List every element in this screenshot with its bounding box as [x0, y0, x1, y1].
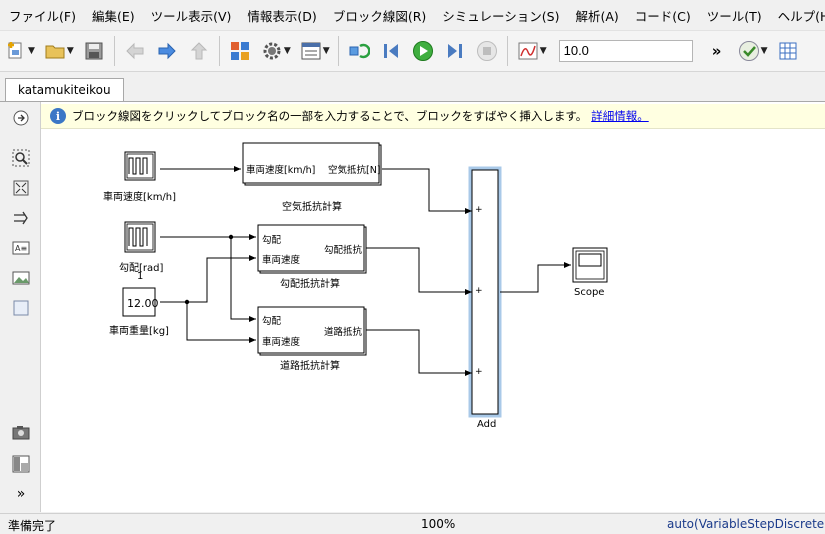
library-browser-icon[interactable] — [227, 38, 253, 64]
status-zoom: 100% — [421, 517, 456, 531]
chevron-down-icon[interactable]: ▼ — [760, 46, 768, 56]
menu-bar: ファイル(F) 編集(E) ツール表示(V) 情報表示(D) ブロック線図(R)… — [0, 0, 825, 31]
up-arrow-icon[interactable] — [186, 38, 212, 64]
model-explorer-icon[interactable] — [298, 38, 324, 64]
toolbar: ▼ ▼ ▼ ▼ ▼ 10.0 » ▼ — [0, 31, 825, 72]
menu-view[interactable]: ツール表示(V) — [150, 8, 232, 24]
scope-block — [572, 247, 608, 283]
slope-resistance-in1: 勾配 — [262, 235, 282, 246]
air-resistance-in-port: 車両速度[km/h] — [246, 165, 316, 176]
step-back-icon[interactable] — [378, 38, 404, 64]
image-icon[interactable] — [11, 268, 31, 288]
toolbar-separator — [506, 36, 508, 66]
arrow-right-icon[interactable] — [11, 208, 31, 228]
menu-display[interactable]: 情報表示(D) — [247, 8, 317, 24]
left-palette: A≡ » — [0, 102, 41, 512]
road-resistance-out: 道路抵抗 — [324, 327, 363, 338]
info-icon: i — [50, 108, 66, 124]
scope-label: Scope — [574, 287, 605, 298]
gear-icon[interactable] — [259, 38, 285, 64]
stop-icon[interactable] — [474, 38, 500, 64]
annotation-icon[interactable]: A≡ — [11, 238, 31, 258]
slope-resistance-out: 勾配抵抗 — [324, 245, 363, 256]
slope-source-value: 1 — [137, 271, 144, 282]
slope-resistance-label: 勾配抵抗計算 — [280, 279, 340, 290]
menu-edit[interactable]: 編集(E) — [91, 8, 135, 24]
hide-browser-icon[interactable] — [11, 108, 31, 128]
add-sign-3: + — [475, 367, 483, 377]
chevron-down-icon[interactable]: ▼ — [66, 46, 74, 56]
vehicle-speed-label: 車両速度[km/h] — [103, 192, 177, 203]
model-canvas[interactable]: i ブロック線図をクリックしてブロック名の一部を入力することで、ブロックをすばや… — [41, 102, 825, 512]
chevron-down-icon[interactable]: ▼ — [322, 46, 330, 56]
menu-analysis[interactable]: 解析(A) — [575, 8, 619, 24]
add-label: Add — [477, 419, 497, 430]
expand-chevron-icon[interactable]: » — [16, 486, 26, 502]
add-sign-2: + — [475, 286, 483, 296]
status-ready: 準備完了 — [8, 519, 57, 533]
camera-icon[interactable] — [11, 422, 31, 442]
menu-diagram[interactable]: ブロック線図(R) — [332, 8, 427, 24]
toolbar-separator — [337, 36, 339, 66]
info-text: ブロック線図をクリックしてブロック名の一部を入力することで、ブロックをすばやく挿… — [72, 109, 588, 123]
area-icon[interactable] — [11, 298, 31, 318]
road-resistance-in2: 車両速度 — [262, 337, 301, 348]
chevron-down-icon[interactable]: ▼ — [283, 46, 291, 56]
menu-file[interactable]: ファイル(F) — [9, 8, 76, 24]
add-sign-1: + — [475, 205, 483, 215]
slope-resistance-in2: 車両速度 — [262, 255, 301, 266]
menu-simulation[interactable]: シミュレーション(S) — [442, 8, 560, 24]
info-bar: i ブロック線図をクリックしてブロック名の一部を入力することで、ブロックをすばや… — [41, 104, 825, 129]
vehicle-speed-source-block — [124, 151, 156, 181]
menu-help[interactable]: ヘルプ(H) — [777, 8, 825, 24]
menu-tools[interactable]: ツール(T) — [706, 8, 762, 24]
step-forward-icon[interactable] — [442, 38, 468, 64]
model-tab-strip: katamukiteikou — [0, 72, 825, 102]
tab-katamukiteikou[interactable]: katamukiteikou — [5, 78, 124, 101]
grid-icon[interactable] — [775, 38, 801, 64]
road-resistance-in1: 勾配 — [262, 316, 282, 327]
zoom-icon[interactable] — [11, 148, 31, 168]
check-icon[interactable] — [736, 38, 762, 64]
air-resistance-label: 空気抵抗計算 — [282, 202, 342, 213]
road-resistance-label: 道路抵抗計算 — [280, 361, 340, 372]
back-arrow-icon[interactable] — [122, 38, 148, 64]
fit-to-view-icon[interactable] — [11, 178, 31, 198]
save-icon[interactable] — [81, 38, 107, 64]
air-resistance-out-port: 空気抵抗[N] — [328, 165, 381, 176]
open-folder-icon[interactable] — [42, 38, 68, 64]
svg-text:A≡: A≡ — [15, 244, 27, 253]
weight-constant-value: 12.00 — [127, 297, 159, 310]
weight-label: 車両重量[kg] — [109, 326, 169, 337]
run-icon[interactable] — [410, 38, 436, 64]
status-solver[interactable]: auto(VariableStepDiscrete — [667, 517, 825, 531]
signal-lines — [160, 166, 571, 376]
model-browser-icon[interactable] — [11, 454, 31, 474]
chevron-down-icon[interactable]: ▼ — [28, 46, 35, 56]
toolbar-separator — [113, 36, 115, 66]
forward-arrow-icon[interactable] — [154, 38, 180, 64]
new-model-icon[interactable] — [3, 38, 29, 64]
update-diagram-icon[interactable] — [346, 38, 372, 64]
menu-code[interactable]: コード(C) — [634, 8, 691, 24]
diagram-svg — [122, 142, 608, 418]
info-more-link[interactable]: 詳細情報。 — [591, 109, 649, 123]
status-bar: 準備完了 100% auto(VariableStepDiscrete — [0, 513, 825, 534]
slope-source-label: 勾配[rad] — [119, 263, 164, 274]
data-inspector-icon[interactable] — [515, 38, 541, 64]
toolbar-separator — [218, 36, 220, 66]
stop-time-input[interactable]: 10.0 — [558, 40, 693, 62]
overflow-chevron[interactable]: » — [711, 42, 722, 60]
chevron-down-icon[interactable]: ▼ — [539, 46, 547, 56]
slope-source-block — [124, 221, 156, 253]
